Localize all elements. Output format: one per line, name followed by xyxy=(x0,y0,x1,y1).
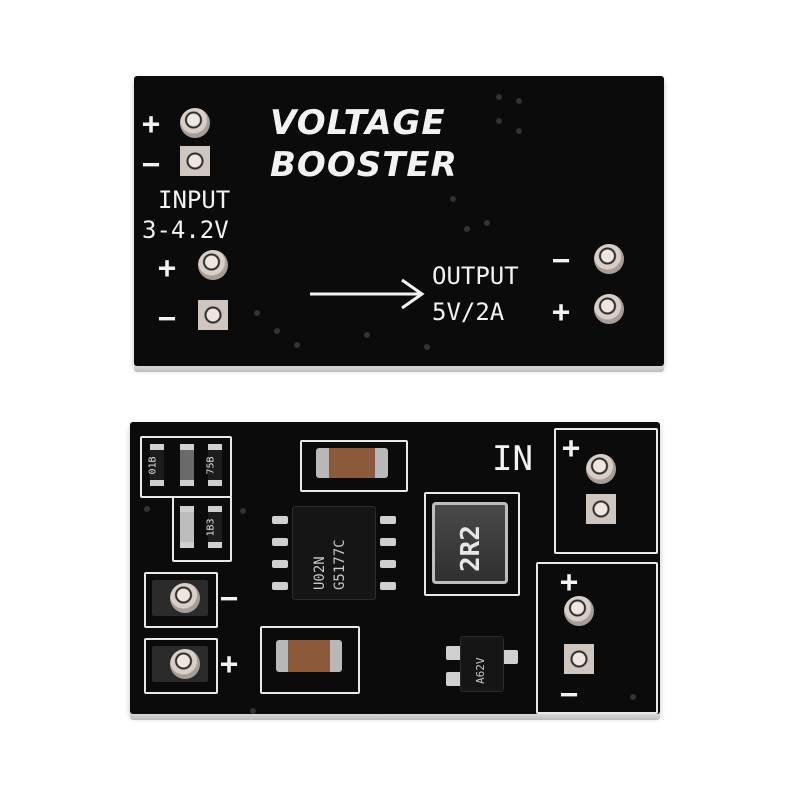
ic-pin xyxy=(380,560,396,568)
diode-marking: A62V xyxy=(474,657,487,685)
via xyxy=(464,226,470,232)
resistor xyxy=(150,444,164,486)
diode xyxy=(460,636,504,692)
via xyxy=(424,344,430,350)
input-minus-pad-upper xyxy=(180,146,210,176)
left-plus-sign: + xyxy=(220,647,239,682)
input-connector-outline xyxy=(554,428,658,554)
via xyxy=(630,694,636,700)
via xyxy=(496,118,502,124)
capacitor-outline-top xyxy=(300,440,408,492)
via xyxy=(496,94,502,100)
left-pad-lower xyxy=(170,649,200,679)
ic-pin xyxy=(380,582,396,590)
ic-marking-2: G5177C xyxy=(332,539,348,590)
top-pcb-board: VOLTAGE BOOSTER + − INPUT 3-4.2V + − OUT… xyxy=(134,76,664,372)
input-minus-sign-upper: − xyxy=(142,147,161,182)
in-label: IN xyxy=(492,439,533,479)
resistor xyxy=(208,506,222,548)
via xyxy=(274,328,280,334)
ic-pin xyxy=(272,582,288,590)
diode-pad xyxy=(500,650,518,664)
via xyxy=(450,196,456,202)
inductor xyxy=(432,502,508,584)
diode-pad xyxy=(446,646,464,660)
resistor-outline-lower xyxy=(172,496,232,562)
input-plus-pad-lower xyxy=(198,250,228,280)
ic-pin xyxy=(380,516,396,524)
inductor-marking: 2R2 xyxy=(456,525,486,572)
in-plus-pad xyxy=(586,454,616,484)
via xyxy=(364,332,370,338)
left-pad-outline-lower xyxy=(144,638,218,694)
left-pad-upper xyxy=(170,583,200,613)
input-range-label: 3-4.2V xyxy=(142,216,229,244)
output-plus-sign: + xyxy=(552,295,571,330)
inductor-outline xyxy=(424,492,520,596)
ic-marking-1: U02N xyxy=(312,556,328,590)
input-plus-sign-upper: + xyxy=(142,107,161,142)
out-plus-pad xyxy=(564,596,594,626)
input-minus-pad-lower xyxy=(198,300,228,330)
capacitor-top xyxy=(316,448,388,478)
via xyxy=(516,98,522,104)
output-minus-sign: − xyxy=(552,243,571,278)
in-minus-pad xyxy=(586,494,616,524)
via xyxy=(144,506,150,512)
via xyxy=(254,310,260,316)
output-label: OUTPUT xyxy=(432,262,519,290)
left-pad-outline-upper xyxy=(144,572,218,628)
via xyxy=(516,128,522,134)
ic-pin xyxy=(272,560,288,568)
output-connector-outline xyxy=(536,562,658,714)
via xyxy=(250,708,256,714)
boost-controller-ic xyxy=(292,506,376,600)
diode-pad xyxy=(446,672,464,686)
resistor xyxy=(208,444,222,486)
output-plus-pad xyxy=(594,294,624,324)
resistor-marking-1: 01B xyxy=(147,456,159,475)
ic-pin xyxy=(272,516,288,524)
via xyxy=(484,220,490,226)
left-minus-sign: − xyxy=(220,581,239,616)
input-plus-sign-lower: + xyxy=(158,251,177,286)
arrow-right-icon xyxy=(310,278,425,310)
input-plus-pad-upper xyxy=(180,108,210,138)
output-minus-pad xyxy=(594,244,624,274)
output-spec-label: 5V/2A xyxy=(432,298,505,326)
resistor-marking-2: 75B xyxy=(205,456,217,475)
via xyxy=(294,342,300,348)
resistor xyxy=(180,444,194,486)
out-plus-sign: + xyxy=(560,565,579,600)
via xyxy=(240,508,246,514)
in-plus-sign: + xyxy=(562,431,581,466)
title-line-2: BOOSTER xyxy=(270,145,458,185)
out-minus-sign: − xyxy=(560,677,579,712)
capacitor-bottom xyxy=(276,640,342,672)
resistor xyxy=(180,506,194,548)
input-minus-sign-lower: − xyxy=(158,301,177,336)
resistor-marking-3: 1B3 xyxy=(205,518,217,537)
capacitor-outline-bottom xyxy=(260,626,360,694)
ic-pin xyxy=(380,538,396,546)
out-minus-pad xyxy=(564,644,594,674)
input-label: INPUT xyxy=(158,186,231,214)
bottom-pcb-board: 01B 75B 1B3 U02N G5177C 2R2 IN + + − − + xyxy=(130,422,660,720)
ic-pin xyxy=(272,538,288,546)
title-line-1: VOLTAGE xyxy=(270,103,446,143)
